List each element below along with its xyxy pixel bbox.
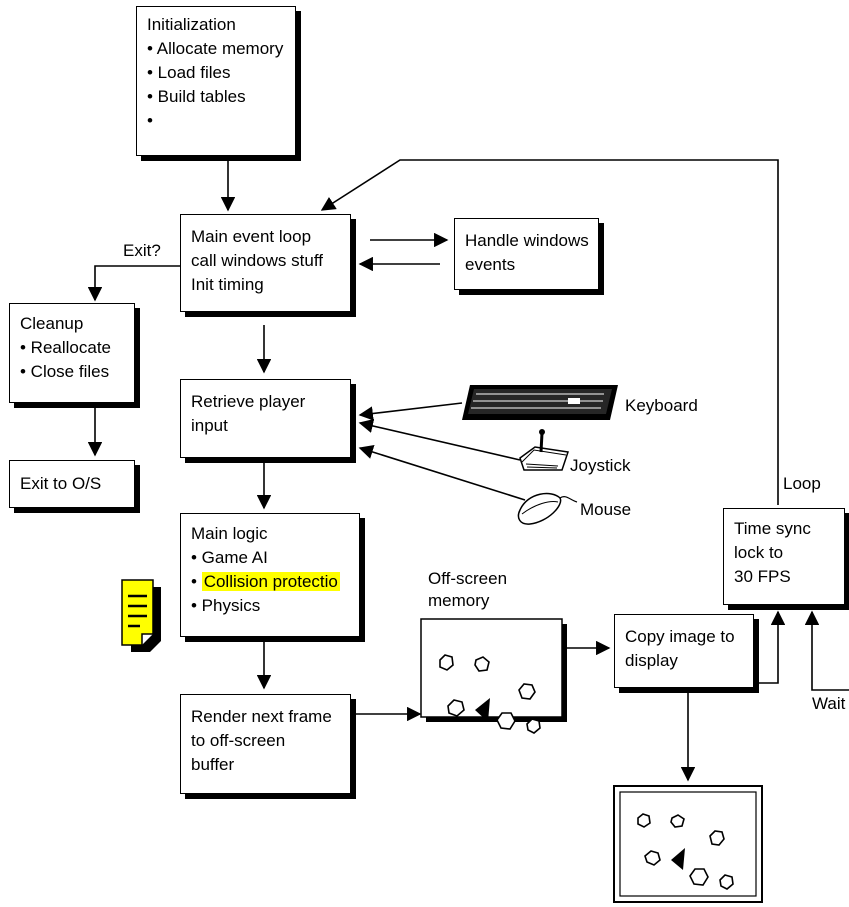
keyboard-label: Keyboard bbox=[625, 395, 698, 417]
main-logic-item: • Game AI bbox=[191, 546, 349, 570]
asteroid-icon bbox=[645, 851, 660, 865]
render-next-frame-box: Render next frame to off-screen buffer bbox=[180, 694, 351, 794]
main-logic-item: • Physics bbox=[191, 594, 349, 618]
highlighted-text: Collision protectio bbox=[202, 572, 340, 591]
exit-label: Exit? bbox=[123, 240, 161, 262]
time-sync-line: Time sync bbox=[734, 517, 834, 541]
cleanup-title: Cleanup bbox=[20, 312, 124, 336]
copy-image-line: Copy image to bbox=[625, 625, 743, 649]
loop-label: Loop bbox=[783, 473, 821, 495]
init-item: • Build tables bbox=[147, 85, 285, 109]
offscreen-memory-label-1: Off-screen bbox=[428, 568, 507, 590]
cleanup-item: • Close files bbox=[20, 360, 124, 384]
mouse-label: Mouse bbox=[580, 499, 631, 521]
init-item: • bbox=[147, 109, 285, 133]
handle-windows-events-box: Handle windows events bbox=[454, 218, 599, 290]
arrow-keyboard-to-input bbox=[360, 403, 462, 415]
asteroid-icon bbox=[527, 719, 540, 733]
keyboard-icon bbox=[462, 385, 618, 420]
asteroid-icon bbox=[638, 814, 650, 827]
arrow-exit-to-cleanup bbox=[95, 266, 180, 300]
exit-to-os-label: Exit to O/S bbox=[20, 472, 124, 496]
note-icon bbox=[122, 580, 161, 652]
copy-image-box: Copy image to display bbox=[614, 614, 754, 688]
initialization-box: Initialization • Allocate memory • Load … bbox=[136, 6, 296, 156]
joystick-label: Joystick bbox=[570, 455, 630, 477]
bullet: • bbox=[191, 572, 202, 591]
windows-events-line: events bbox=[465, 253, 588, 277]
main-logic-item: • Collision protectio bbox=[191, 570, 349, 594]
init-item: • Load files bbox=[147, 61, 285, 85]
main-event-loop-box: Main event loop call windows stuff Init … bbox=[180, 214, 351, 312]
windows-events-line: Handle windows bbox=[465, 229, 588, 253]
asteroid-icon bbox=[671, 815, 684, 827]
arrow-joystick-to-input bbox=[360, 423, 520, 460]
event-loop-line: call windows stuff bbox=[191, 249, 340, 273]
time-sync-line: 30 FPS bbox=[734, 565, 834, 589]
render-line: to off-screen bbox=[191, 729, 340, 753]
main-logic-title: Main logic bbox=[191, 522, 349, 546]
init-item: • Allocate memory bbox=[147, 37, 285, 61]
event-loop-line: Init timing bbox=[191, 273, 340, 297]
retrieve-player-input-box: Retrieve player input bbox=[180, 379, 351, 458]
offscreen-memory-label-2: memory bbox=[428, 590, 489, 612]
joystick-icon bbox=[520, 429, 568, 470]
arrow-copy-to-timesync bbox=[757, 612, 778, 683]
asteroid-icon bbox=[690, 869, 708, 885]
render-line: Render next frame bbox=[191, 705, 340, 729]
arrow-wait-to-timesync bbox=[812, 612, 849, 690]
wait-label: Wait bbox=[812, 693, 845, 715]
render-line: buffer bbox=[191, 753, 340, 777]
mouse-icon bbox=[518, 494, 577, 525]
player-input-line: Retrieve player bbox=[191, 390, 340, 414]
event-loop-line: Main event loop bbox=[191, 225, 340, 249]
player-input-line: input bbox=[191, 414, 340, 438]
exit-to-os-box: Exit to O/S bbox=[9, 460, 135, 508]
time-sync-line: lock to bbox=[734, 541, 834, 565]
asteroid-icon bbox=[497, 713, 515, 729]
main-logic-box: Main logic • Game AI • Collision protect… bbox=[180, 513, 360, 637]
cleanup-box: Cleanup • Reallocate • Close files bbox=[9, 303, 135, 403]
initialization-title: Initialization bbox=[147, 13, 285, 37]
time-sync-box: Time sync lock to 30 FPS bbox=[723, 508, 845, 605]
copy-image-line: display bbox=[625, 649, 743, 673]
cleanup-item: • Reallocate bbox=[20, 336, 124, 360]
